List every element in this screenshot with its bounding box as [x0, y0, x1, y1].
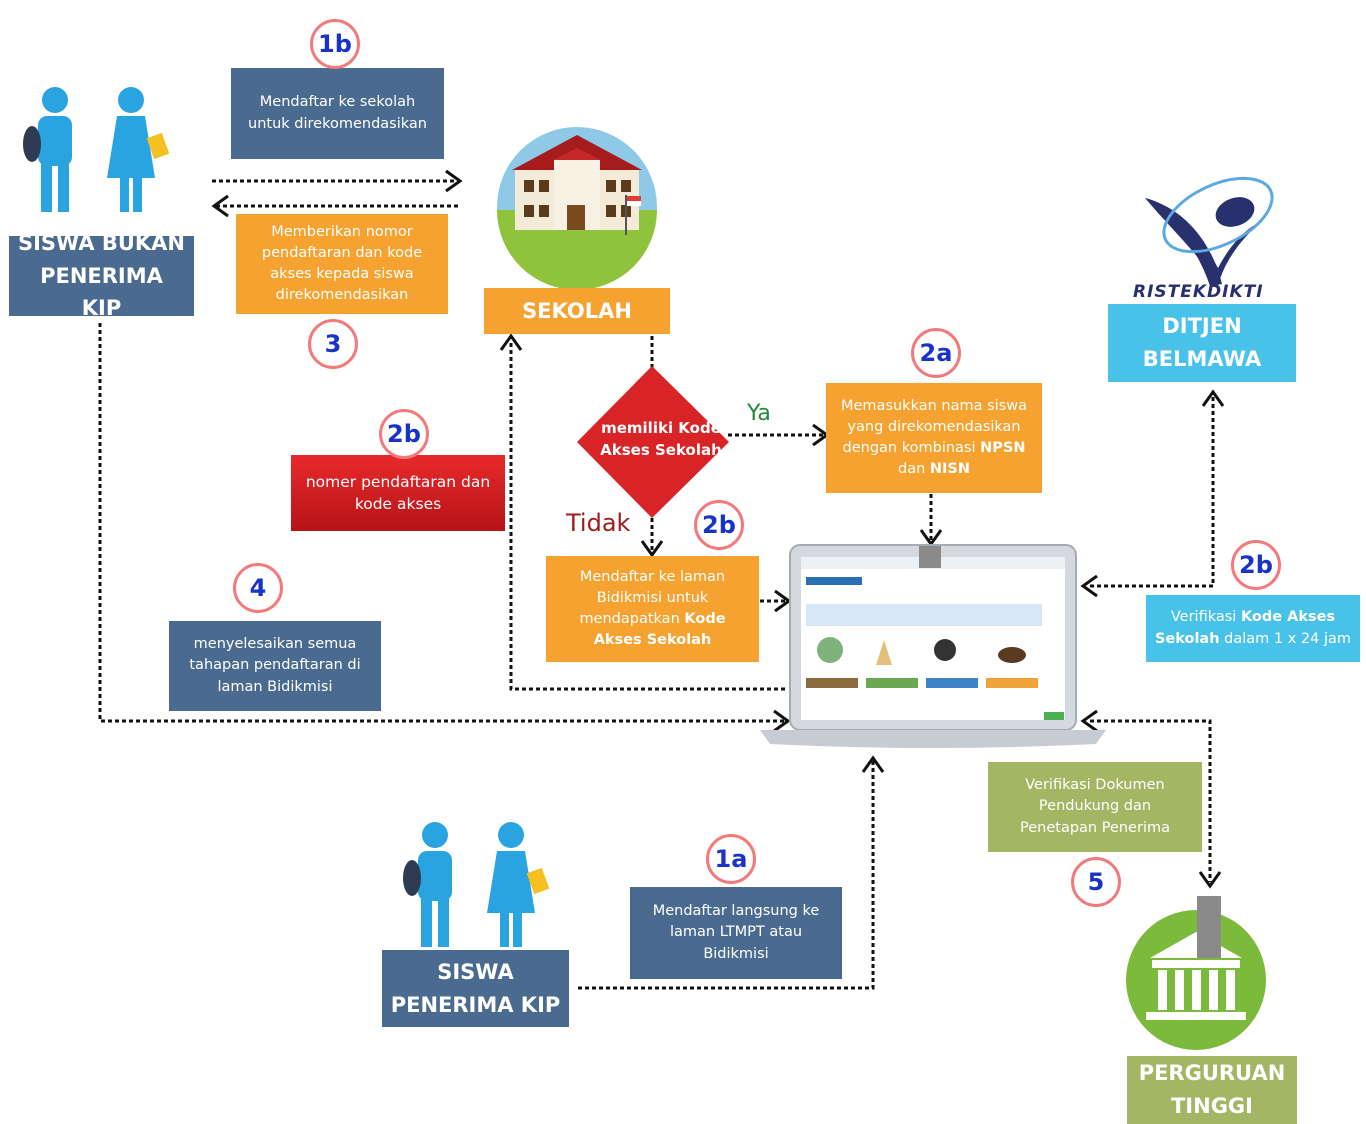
step-5-line2: Pendukung dan [1038, 798, 1152, 815]
step-2b-right-box: Verifikasi Kode Akses Sekolah dalam 1 x … [1146, 595, 1360, 662]
sekolah-label: SEKOLAH [522, 298, 632, 323]
step-2b-left-badge: 2b [379, 409, 429, 459]
ditjen-node: DITJEN BELMAWA [1108, 304, 1296, 382]
decision-line2: Akses Sekolah [600, 440, 722, 459]
decision-line1: memiliki Kode [601, 419, 721, 437]
perguruan-node: PERGURUAN TINGGI [1127, 1056, 1297, 1124]
laptop-icon [760, 544, 1106, 748]
step-2b-right-suffix: dalam 1 x 24 jam [1224, 630, 1352, 647]
perguruan-line2: TINGGI [1170, 1094, 1253, 1118]
student-pair-icon [403, 822, 550, 947]
decision-no-label: Tidak [566, 509, 631, 537]
ristekdikti-logo-text: RISTEKDIKTI [1133, 282, 1264, 302]
step-3-line4: direkomendasikan [275, 287, 409, 304]
step-4-badge: 4 [233, 563, 283, 613]
step-1b-line2: untuk direkomendasikan [248, 115, 427, 132]
ditjen-line2: BELMAWA [1142, 347, 1262, 371]
university-icon [1126, 896, 1266, 1050]
step-2a-line1: Memasukkan nama siswa [841, 397, 1027, 414]
siswa-bukan-line1: SISWA BUKAN [17, 231, 185, 256]
step-2b-mid-box: Mendaftar ke laman Bidikmisi untuk menda… [546, 556, 759, 662]
siswa-penerima-line1: SISWA [437, 959, 514, 984]
step-5-badge: 5 [1071, 857, 1121, 907]
siswa-bukan-node: SISWA BUKAN PENERIMA KIP [9, 231, 194, 320]
step-3-badge: 3 [308, 319, 358, 369]
step-4-line1: menyelesaikan semua [193, 636, 357, 653]
step-3-line2: pendaftaran dan kode [261, 244, 423, 261]
step-1a-line1: Mendaftar langsung ke [652, 903, 820, 920]
step-2a-npsn: NPSN [980, 440, 1026, 456]
step-2b-right-badge: 2b [1231, 540, 1281, 590]
step-1b-badge: 1b [310, 19, 360, 69]
sekolah-node: SEKOLAH [484, 288, 670, 334]
step-2b-mid-bold2: Akses Sekolah [593, 632, 712, 649]
step-2b-right-bold1: Kode Akses [1240, 609, 1336, 626]
step-2b-mid-line3: mendapatkan [579, 611, 680, 627]
step-2a-dan: dan [898, 461, 926, 478]
step-2b-mid-line1: Mendaftar ke laman [579, 568, 726, 585]
siswa-penerima-node: SISWA PENERIMA KIP [382, 950, 569, 1027]
step-3-box: Memberikan nomor pendaftaran dan kode ak… [236, 214, 448, 314]
step-2b-mid-badge: 2b [694, 500, 744, 550]
step-2a-badge: 2a [911, 328, 961, 378]
step-2a-nisn: NISN [929, 461, 970, 478]
decision-text: memiliki Kode Akses Sekolah [586, 418, 736, 462]
step-4-line3: laman Bidikmisi [217, 678, 333, 695]
step-2b-mid-bold1: Kode [684, 611, 726, 627]
step-2b-left-box: nomer pendaftaran dan kode akses [291, 455, 505, 531]
decision-diamond [577, 366, 729, 518]
step-4-line2: tahapan pendaftaran di [189, 657, 361, 674]
perguruan-line1: PERGURUAN [1138, 1061, 1286, 1086]
siswa-penerima-line2: PENERIMA KIP [390, 992, 561, 1017]
step-1b-box: Mendaftar ke sekolah untuk direkomendasi… [231, 68, 444, 159]
step-2a-line2: yang direkomendasikan [847, 418, 1021, 435]
step-5-line1: Verifikasi Dokumen [1025, 777, 1165, 794]
school-building-icon [497, 127, 657, 290]
step-2b-right-bold2: Sekolah [1154, 630, 1220, 647]
step-1a-badge: 1a [706, 834, 756, 884]
step-4-box: menyelesaikan semua tahapan pendaftaran … [169, 621, 381, 711]
step-1a-line2: laman LTMPT atau [669, 924, 803, 941]
step-2a-line3: dengan kombinasi [842, 440, 976, 456]
step-2b-mid-line2: Bidikmisi untuk [596, 589, 709, 606]
ristekdikti-logo-icon [1145, 176, 1274, 286]
step-3-line3: akses kepada siswa [270, 266, 414, 282]
step-2b-left-line2: kode akses [354, 495, 442, 513]
siswa-bukan-line2: PENERIMA KIP [40, 263, 163, 321]
step-5-box: Verifikasi Dokumen Pendukung dan Penetap… [988, 762, 1202, 852]
step-5-line3: Penetapan Penerima [1020, 819, 1170, 836]
step-2b-left-line1: nomer pendaftaran dan [305, 472, 491, 491]
decision-yes-label: Ya [747, 401, 771, 426]
step-1b-line1: Mendaftar ke sekolah [259, 94, 416, 111]
step-2b-right-prefix: Verifikasi [1170, 609, 1237, 626]
step-3-line1: Memberikan nomor [271, 223, 413, 240]
step-1a-line3: Bidikmisi [703, 945, 769, 962]
student-pair-icon [23, 87, 170, 212]
step-1a-box: Mendaftar langsung ke laman LTMPT atau B… [630, 887, 842, 979]
step-2a-box: Memasukkan nama siswa yang direkomendasi… [826, 383, 1042, 493]
ditjen-line1: DITJEN [1162, 314, 1242, 339]
